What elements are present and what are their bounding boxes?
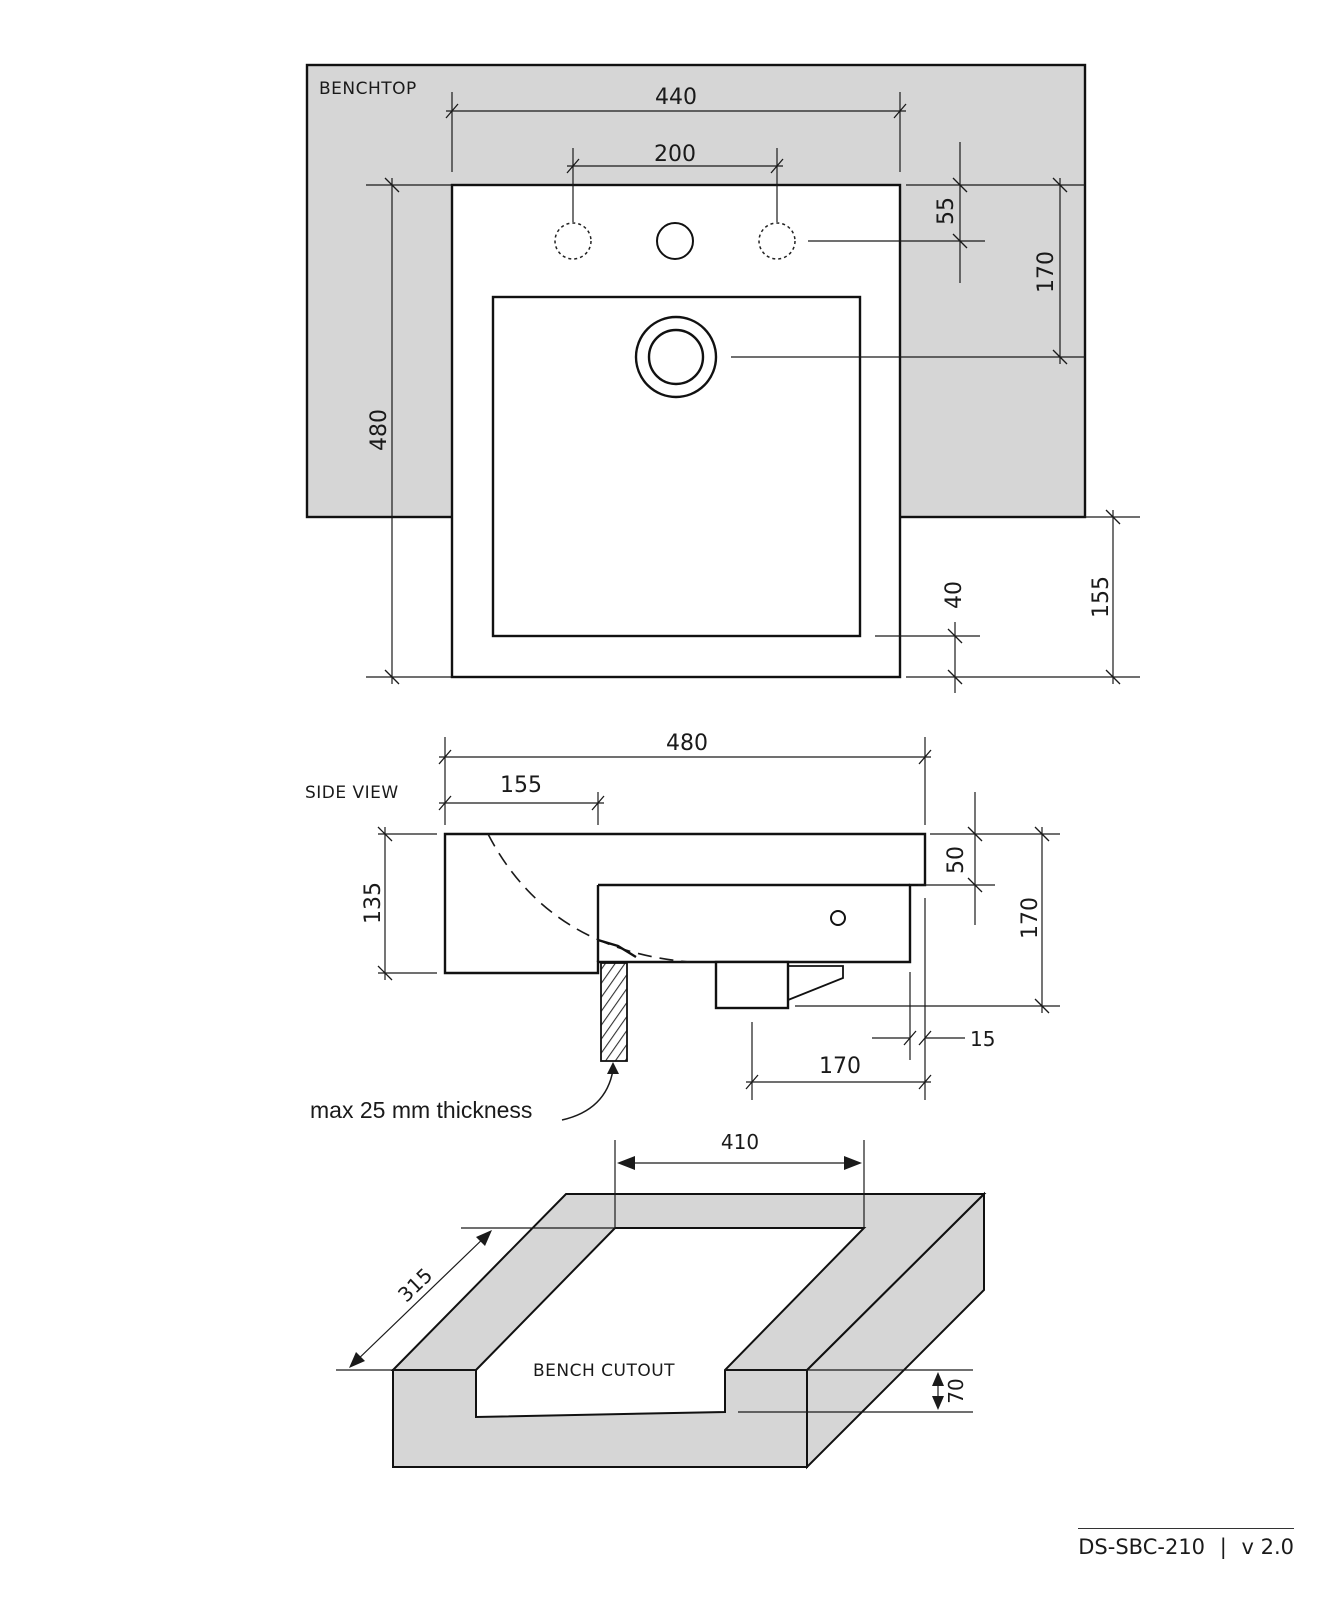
svg-text:480: 480 (367, 409, 392, 451)
svg-text:440: 440 (655, 85, 697, 110)
waste-bracket (787, 965, 844, 1001)
bowl-dashed-curve (487, 833, 691, 963)
cutout-view: BENCH CUTOUT 410 315 70 (336, 1130, 987, 1470)
svg-text:40: 40 (942, 581, 967, 609)
edge-bracket (597, 938, 637, 959)
svg-text:70: 70 (944, 1378, 968, 1403)
tap-hole-left-dashed (554, 222, 592, 260)
waste-body (714, 960, 790, 1010)
dim-135: 135 (361, 826, 437, 981)
thickness-note: max 25 mm thickness (310, 1097, 532, 1123)
dim-480-top: 480 (366, 177, 452, 685)
dim-155-side: 155 (438, 773, 605, 825)
overflow-hole (830, 910, 846, 926)
dim-70: 70 (725, 1369, 973, 1413)
waste-inner-ring (647, 328, 705, 386)
svg-text:135: 135 (361, 882, 386, 924)
document-footer: DS-SBC-210 | v 2.0 (1078, 1528, 1294, 1559)
svg-text:200: 200 (654, 142, 696, 167)
bench-cutout-label: BENCH CUTOUT (533, 1361, 675, 1381)
svg-text:315: 315 (393, 1263, 437, 1307)
dim-55: 55 (808, 142, 1085, 283)
dim-200: 200 (566, 142, 784, 222)
doc-version: v 2.0 (1241, 1535, 1295, 1559)
svg-text:170: 170 (1018, 897, 1043, 939)
side-view-label: SIDE VIEW (305, 783, 399, 803)
top-view: BENCHTOP 440 200 (305, 63, 1140, 693)
dim-170-side: 170 (795, 826, 1060, 1014)
dim-155-top: 155 (1085, 509, 1140, 685)
dim-410: 410 (614, 1130, 865, 1228)
svg-text:410: 410 (721, 1130, 759, 1154)
dim-170-bottom: 170 (745, 1022, 932, 1100)
dim-170-top: 170 (731, 177, 1085, 365)
svg-text:50: 50 (944, 846, 969, 874)
basin-side-profile (443, 832, 927, 975)
side-view: SIDE VIEW 480 155 (305, 731, 1060, 1123)
svg-text:155: 155 (500, 773, 542, 798)
svg-text:170: 170 (819, 1054, 861, 1079)
footer-separator: | (1219, 1535, 1227, 1559)
note-arrow-head (607, 1062, 619, 1074)
svg-text:480: 480 (666, 731, 708, 756)
tap-hole-right-dashed (758, 222, 796, 260)
dim-15: 15 (872, 898, 995, 1100)
svg-text:55: 55 (934, 197, 959, 225)
dim-40: 40 (875, 581, 1140, 693)
svg-text:155: 155 (1089, 576, 1114, 618)
dim-480-side: 480 (438, 731, 932, 825)
doc-code: DS-SBC-210 (1078, 1535, 1206, 1559)
benchtop-section-hatched (600, 962, 628, 1062)
dim-50: 50 (918, 792, 1060, 925)
svg-text:170: 170 (1034, 251, 1059, 293)
dim-440: 440 (445, 85, 907, 172)
svg-text:15: 15 (970, 1027, 995, 1051)
benchtop-label: BENCHTOP (319, 79, 417, 99)
tap-hole-center (656, 222, 694, 260)
note-arrow-curve (561, 1069, 614, 1121)
